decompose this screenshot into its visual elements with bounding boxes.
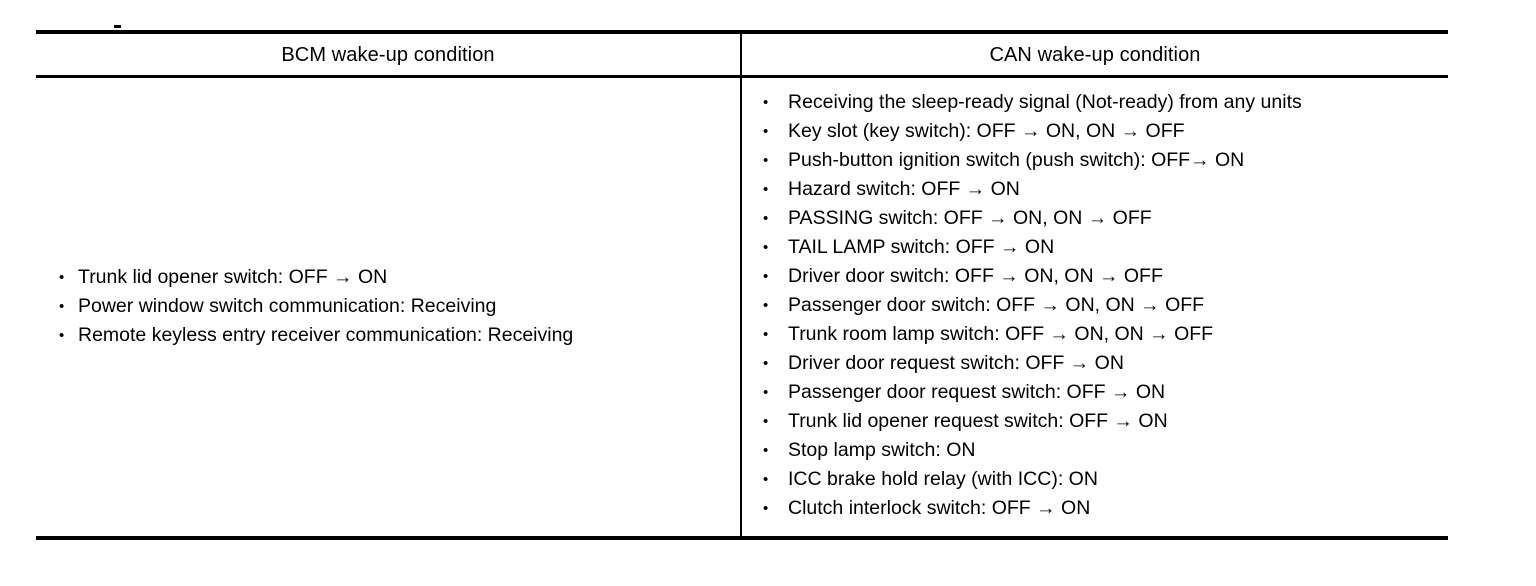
list-item: • Trunk room lamp switch: OFF → ON, ON →… (763, 320, 1448, 349)
table-bottom-rule (36, 536, 1448, 540)
scan-artifact-mark (114, 25, 121, 28)
list-item-label: PASSING switch: OFF → ON, ON → OFF (788, 207, 1152, 229)
list-item-label: Stop lamp switch: ON (788, 439, 976, 461)
list-item: • Hazard switch: OFF → ON (763, 175, 1448, 204)
table-top-rule (36, 30, 1448, 34)
list-item-label: Trunk room lamp switch: OFF → ON, ON → O… (788, 323, 1214, 345)
list-item-label: TAIL LAMP switch: OFF → ON (788, 236, 1055, 258)
bullet-icon: • (763, 123, 769, 140)
list-item: • PASSING switch: OFF → ON, ON → OFF (763, 204, 1448, 233)
list-item: • Passenger door switch: OFF → ON, ON → … (763, 291, 1448, 320)
list-item: • Power window switch communication: Rec… (59, 292, 573, 321)
table-header-cell-can: CAN wake-up condition (742, 34, 1448, 75)
table-header-row: BCM wake-up condition CAN wake-up condit… (36, 34, 1448, 75)
list-item: • Driver door switch: OFF → ON, ON → OFF (763, 262, 1448, 291)
list-item: • Stop lamp switch: ON (763, 436, 1448, 465)
bullet-icon: • (59, 326, 65, 344)
bullet-icon: • (59, 268, 65, 286)
table-body-row: • Trunk lid opener switch: OFF → ON • Po… (36, 78, 1448, 536)
bullet-icon: • (763, 326, 769, 343)
list-item-label: ICC brake hold relay (with ICC): ON (788, 468, 1098, 490)
table-cell-can-conditions: • Receiving the sleep-ready signal (Not-… (742, 78, 1448, 536)
list-item: • Push-button ignition switch (push swit… (763, 146, 1448, 175)
list-item-label: Passenger door request switch: OFF → ON (788, 381, 1166, 403)
list-item-label: Power window switch communication: Recei… (78, 294, 497, 317)
list-item: • TAIL LAMP switch: OFF → ON (763, 233, 1448, 262)
list-item-label: Key slot (key switch): OFF → ON, ON → OF… (788, 120, 1185, 142)
list-item: • Key slot (key switch): OFF → ON, ON → … (763, 117, 1448, 146)
list-item: • Passenger door request switch: OFF → O… (763, 378, 1448, 407)
can-condition-list: • Receiving the sleep-ready signal (Not-… (742, 78, 1448, 536)
list-item-label: Clutch interlock switch: OFF → ON (788, 497, 1091, 519)
table-header-separator-rule (36, 75, 1448, 78)
bullet-icon: • (763, 471, 769, 488)
bullet-icon: • (763, 152, 769, 169)
wake-up-condition-table: BCM wake-up condition CAN wake-up condit… (36, 30, 1448, 540)
list-item: • Trunk lid opener switch: OFF → ON (59, 263, 573, 292)
list-item-label: Receiving the sleep-ready signal (Not-re… (788, 91, 1302, 113)
list-item-label: Driver door request switch: OFF → ON (788, 352, 1124, 374)
list-item-label: Driver door switch: OFF → ON, ON → OFF (788, 265, 1163, 287)
list-item: • Trunk lid opener request switch: OFF →… (763, 407, 1448, 436)
list-item: • Clutch interlock switch: OFF → ON (763, 494, 1448, 523)
list-item: • ICC brake hold relay (with ICC): ON (763, 465, 1448, 494)
list-item: • Receiving the sleep-ready signal (Not-… (763, 88, 1448, 117)
bullet-icon: • (763, 239, 769, 256)
list-item-label: Passenger door switch: OFF → ON, ON → OF… (788, 294, 1205, 316)
bullet-icon: • (763, 442, 769, 459)
list-item-label: Trunk lid opener request switch: OFF → O… (788, 410, 1168, 432)
table-cell-bcm-conditions: • Trunk lid opener switch: OFF → ON • Po… (36, 78, 742, 536)
list-item-label: Push-button ignition switch (push switch… (788, 149, 1245, 171)
bullet-icon: • (763, 384, 769, 401)
list-item: • Driver door request switch: OFF → ON (763, 349, 1448, 378)
list-item-label: Trunk lid opener switch: OFF → ON (78, 265, 388, 288)
bullet-icon: • (763, 355, 769, 372)
bullet-icon: • (763, 210, 769, 227)
column-header-bcm-label: BCM wake-up condition (281, 43, 495, 66)
bullet-icon: • (763, 94, 769, 111)
bullet-icon: • (763, 500, 769, 517)
bcm-condition-list: • Trunk lid opener switch: OFF → ON • Po… (36, 263, 573, 352)
table-header-cell-bcm: BCM wake-up condition (36, 34, 742, 75)
bullet-icon: • (763, 181, 769, 198)
list-item-label: Remote keyless entry receiver communicat… (78, 323, 574, 346)
bullet-icon: • (763, 268, 769, 285)
bullet-icon: • (59, 297, 65, 315)
list-item-label: Hazard switch: OFF → ON (788, 178, 1020, 200)
bullet-icon: • (763, 297, 769, 314)
bullet-icon: • (763, 413, 769, 430)
list-item: • Remote keyless entry receiver communic… (59, 321, 573, 350)
column-header-can-label: CAN wake-up condition (989, 43, 1201, 66)
